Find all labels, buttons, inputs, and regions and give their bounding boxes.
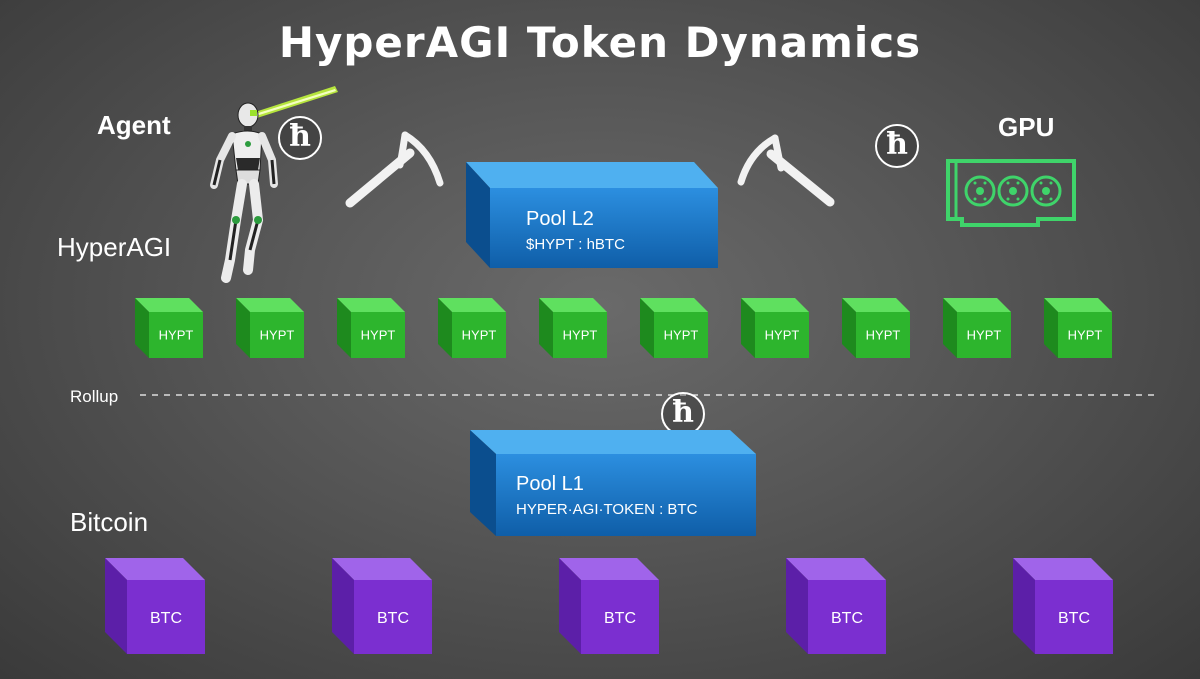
rollup-label: Rollup — [70, 387, 119, 406]
hypt-block-label: HYPT — [765, 328, 800, 343]
hyperagi-label: HyperAGI — [57, 232, 172, 262]
hypt-block-label: HYPT — [159, 328, 194, 343]
pool-l2-pair: $HYPT : hBTC — [526, 236, 625, 253]
btc-block-label: BTC — [150, 610, 182, 627]
page-title: HyperAGI Token Dynamics — [278, 18, 922, 67]
h-token-icon: ħ — [278, 116, 322, 160]
hypt-block: HYPT — [337, 298, 405, 358]
hypt-block-row: HYPT HYPT HYPT HYPT HYPT HYPT HYPT HYPT HYPT HYPT — [135, 298, 1112, 358]
pool-l1-box: Pool L1 HYPER·AGI·TOKEN : BTC — [470, 430, 756, 536]
hypt-block: HYPT — [640, 298, 708, 358]
hypt-block: HYPT — [741, 298, 809, 358]
btc-block: BTC — [332, 558, 432, 654]
btc-block: BTC — [786, 558, 886, 654]
hypt-block: HYPT — [943, 298, 1011, 358]
btc-block-label: BTC — [1058, 610, 1090, 627]
btc-block: BTC — [559, 558, 659, 654]
btc-block: BTC — [105, 558, 205, 654]
rollup-divider — [140, 394, 1155, 396]
pool-l2-box: Pool L2 $HYPT : hBTC — [466, 162, 718, 268]
btc-block: BTC — [1013, 558, 1113, 654]
hypt-block: HYPT — [236, 298, 304, 358]
hypt-block-label: HYPT — [462, 328, 497, 343]
hypt-block-label: HYPT — [967, 328, 1002, 343]
hypt-block: HYPT — [135, 298, 203, 358]
btc-block-label: BTC — [377, 610, 409, 627]
pool-l2-name: Pool L2 — [526, 208, 594, 230]
btc-block-label: BTC — [604, 610, 636, 627]
hypt-block-label: HYPT — [664, 328, 699, 343]
hypt-block-label: HYPT — [866, 328, 901, 343]
hypt-block: HYPT — [842, 298, 910, 358]
gpu-card-icon — [946, 159, 1076, 227]
h-token-icon: ħ — [661, 392, 705, 436]
agent-label: Agent — [97, 110, 171, 140]
h-token-icon: ħ — [875, 124, 919, 168]
gpu-label: GPU — [998, 112, 1055, 142]
btc-block-label: BTC — [831, 610, 863, 627]
hypt-block-label: HYPT — [260, 328, 295, 343]
hypt-block-label: HYPT — [1068, 328, 1103, 343]
hypt-block: HYPT — [1044, 298, 1112, 358]
pickaxe-icon — [345, 131, 444, 208]
hypt-block: HYPT — [539, 298, 607, 358]
hypt-block: HYPT — [438, 298, 506, 358]
pool-l1-name: Pool L1 — [516, 473, 584, 495]
hypt-block-label: HYPT — [563, 328, 598, 343]
btc-block-row: BTC BTC BTC BTC BTC — [105, 558, 1113, 654]
bitcoin-label: Bitcoin — [70, 507, 149, 537]
robot-agent-icon — [210, 86, 338, 283]
pickaxe-icon — [737, 134, 835, 207]
hypt-block-label: HYPT — [361, 328, 396, 343]
pool-l1-pair: HYPER·AGI·TOKEN : BTC — [516, 501, 698, 518]
